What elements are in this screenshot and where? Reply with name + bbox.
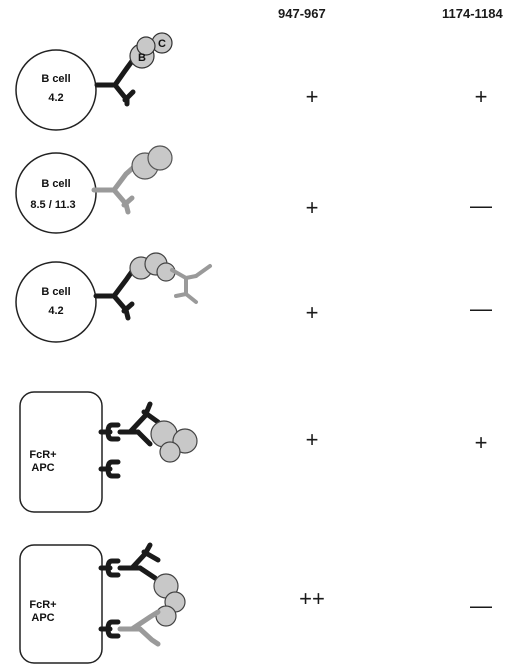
epitope-label-c: C bbox=[158, 38, 166, 50]
row-3-diagram: B cell 4.2 bbox=[15, 252, 212, 343]
row-1-diagram: B cell 4.2 B C bbox=[15, 32, 173, 131]
dark-antibody bbox=[93, 267, 136, 321]
row-5-diagram: FcR+ APC bbox=[19, 542, 186, 664]
dark-antibody bbox=[94, 54, 138, 107]
result-row3-947-967: + bbox=[305, 300, 319, 325]
epitope-label-b: B bbox=[138, 52, 146, 64]
row-2-diagram: B cell 8.5 / 11.3 bbox=[15, 145, 173, 234]
cell-label-line1: B cell bbox=[41, 286, 70, 298]
cell-label-line2: 4.2 bbox=[48, 305, 63, 317]
result-row4-947-967: + bbox=[305, 427, 319, 452]
dark-antibody bbox=[117, 542, 161, 581]
fc-receptor-lower bbox=[98, 459, 121, 479]
cell-label-line1: B cell bbox=[41, 73, 70, 85]
row-4-diagram: FcR+ APC bbox=[19, 391, 198, 513]
light-antibody bbox=[117, 609, 161, 647]
result-row3-1174-1184: — bbox=[470, 296, 492, 321]
b-cell-circle bbox=[15, 49, 97, 131]
antigen bbox=[159, 441, 181, 463]
fc-receptor-lower bbox=[98, 619, 121, 639]
dark-antibody bbox=[117, 401, 161, 447]
result-row1-1174-1184: + bbox=[474, 84, 488, 109]
result-row5-947-967: ++ bbox=[299, 586, 325, 611]
column-header-1174-1184: 1174-1184 bbox=[442, 6, 503, 21]
cell-label-line1: B cell bbox=[41, 178, 70, 190]
b-cell-circle bbox=[15, 261, 97, 343]
apc-cell-rect bbox=[19, 544, 103, 664]
fc-receptor-upper bbox=[98, 558, 121, 578]
cell-label-line2: 8.5 / 11.3 bbox=[30, 199, 75, 211]
apc-cell-rect bbox=[19, 391, 103, 513]
light-antibody bbox=[170, 264, 212, 304]
antigen-top bbox=[136, 36, 156, 56]
antigen bbox=[155, 605, 177, 627]
cell-label-line2: APC bbox=[31, 612, 54, 624]
result-row1-947-967: + bbox=[305, 84, 319, 109]
fc-receptor-upper bbox=[98, 422, 121, 442]
antigen bbox=[147, 145, 173, 171]
result-row2-1174-1184: — bbox=[470, 193, 492, 218]
result-row5-1174-1184: — bbox=[470, 593, 492, 618]
cell-label-line2: APC bbox=[31, 462, 54, 474]
cell-label-line2: 4.2 bbox=[48, 92, 63, 104]
result-row4-1174-1184: + bbox=[474, 430, 488, 455]
cell-label-line1: FcR+ bbox=[29, 449, 56, 461]
light-antibody bbox=[91, 163, 138, 215]
b-cell-circle bbox=[15, 152, 97, 234]
cell-label-line1: FcR+ bbox=[29, 599, 56, 611]
result-row2-947-967: + bbox=[305, 195, 319, 220]
column-header-947-967: 947-967 bbox=[278, 6, 326, 21]
